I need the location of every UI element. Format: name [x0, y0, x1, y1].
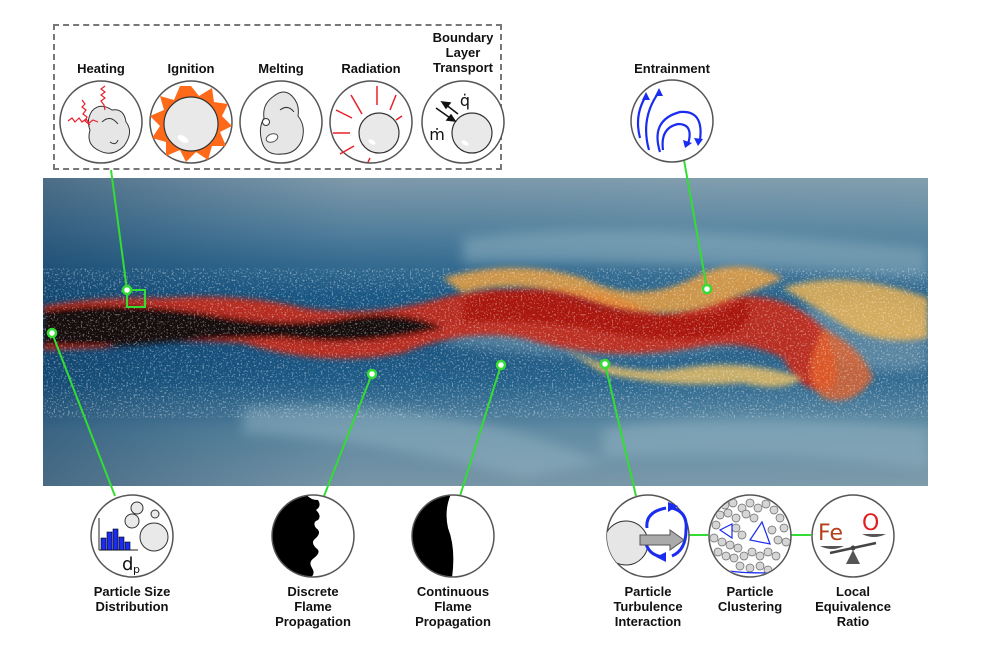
particle-turbulence-interaction-icon [606, 494, 690, 578]
discrete-flame-propagation-icon [271, 494, 355, 578]
entrainment-icon [630, 79, 714, 163]
label-melting: Melting [258, 61, 304, 76]
label-local-equivalence-ratio: Local Equivalence Ratio [815, 584, 891, 629]
particle-clustering-icon [708, 494, 792, 578]
label-heating: Heating [77, 61, 125, 76]
diameter-symbol: d [122, 554, 133, 575]
label-particle-turbulence-interaction: Particle Turbulence Interaction [613, 584, 683, 629]
label-particle-clustering: Particle Clustering [717, 584, 783, 614]
simulation-field [43, 178, 928, 486]
label-ignition: Ignition [167, 61, 215, 76]
particle-size-distribution-icon: d p [90, 494, 174, 578]
label-entrainment: Entrainment [634, 61, 710, 76]
label-particle-size-distribution: Particle Size Distribution [93, 584, 171, 614]
label-boundary-layer-transport: Boundary Layer Transport [432, 30, 494, 75]
continuous-flame-propagation-icon [411, 494, 495, 578]
label-continuous-flame-propagation: Continuous Flame Propagation [415, 584, 491, 629]
fe-symbol: Fe [818, 521, 843, 546]
diameter-subscript: p [133, 563, 140, 576]
label-radiation: Radiation [341, 61, 401, 76]
oxygen-symbol: O [862, 511, 879, 536]
label-discrete-flame-propagation: Discrete Flame Propagation [275, 584, 351, 629]
local-equivalence-ratio-icon: Fe O [811, 494, 895, 578]
